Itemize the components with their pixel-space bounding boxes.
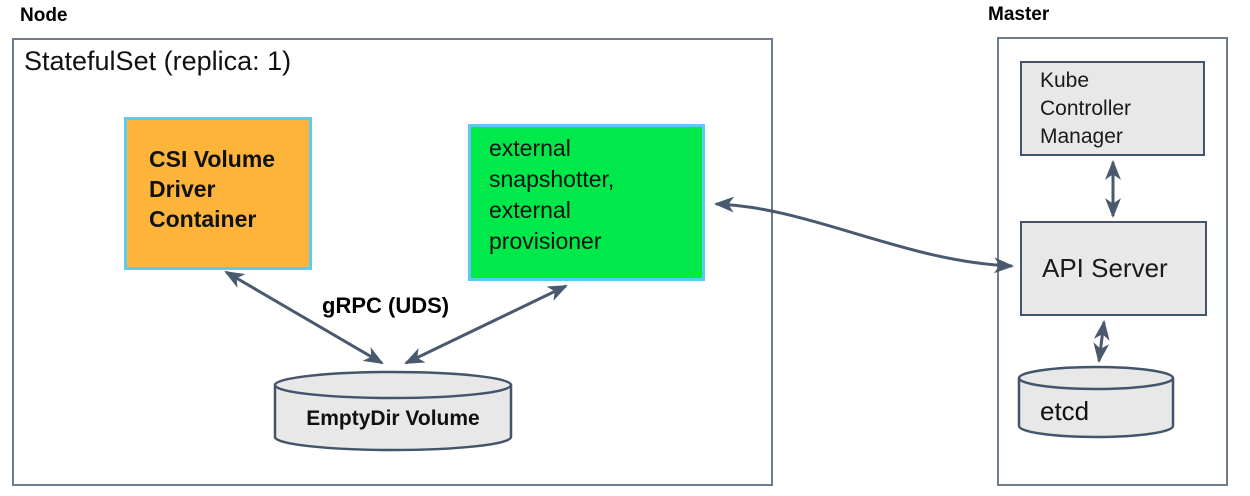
etcd-label: etcd bbox=[1040, 396, 1090, 426]
kube-controller-manager-box: Kube Controller Manager bbox=[1020, 61, 1205, 156]
sidecar-containers-box: external snapshotter, external provision… bbox=[468, 124, 705, 281]
api-server-box: API Server bbox=[1020, 221, 1207, 316]
grpc-uds-label: gRPC (UDS) bbox=[322, 293, 450, 318]
kube-controller-manager-label: Kube Controller Manager bbox=[1040, 69, 1132, 148]
api-server-label: API Server bbox=[1042, 253, 1168, 283]
csi-driver-container-label: CSI Volume Driver Container bbox=[149, 146, 276, 232]
statefulset-title: StatefulSet (replica: 1) bbox=[24, 46, 292, 76]
emptydir-volume-label: EmptyDir Volume bbox=[306, 407, 480, 430]
master-group-label: Master bbox=[988, 4, 1050, 25]
node-group-label: Node bbox=[20, 5, 68, 26]
sidecar-containers-label: external snapshotter, external provision… bbox=[489, 135, 615, 254]
csi-driver-container-box: CSI Volume Driver Container bbox=[124, 117, 312, 270]
